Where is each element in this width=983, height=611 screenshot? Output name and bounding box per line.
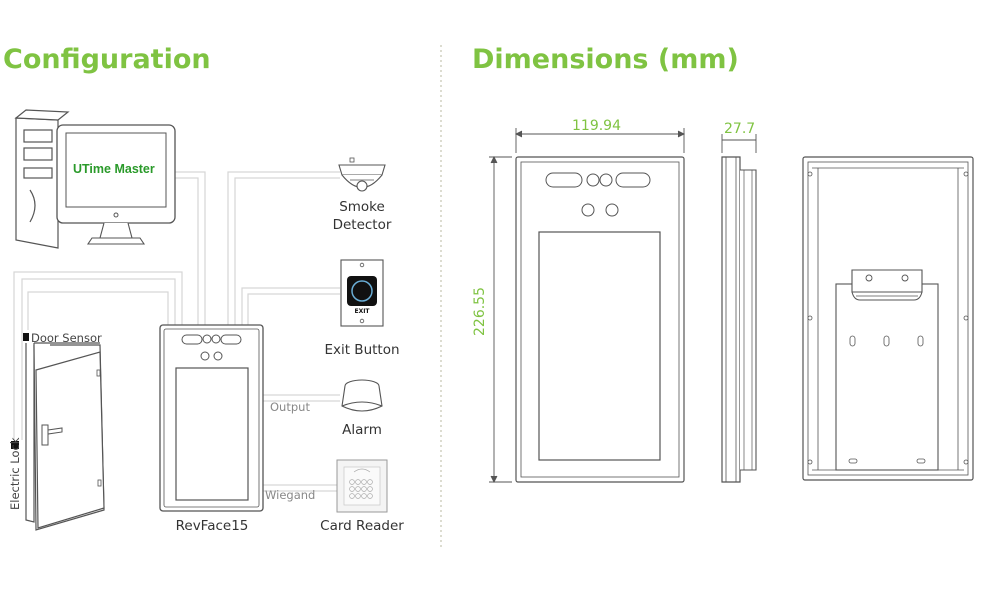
monitor (56, 124, 176, 245)
depth-dimension: 27.7 (724, 121, 756, 137)
wires (13, 171, 340, 492)
height-dimension-line (489, 155, 512, 484)
smoke-detector (338, 157, 386, 192)
electric-lock-label: Electric Lock (8, 437, 22, 511)
software-label: UTime Master (73, 162, 155, 176)
alarm-label: Alarm (342, 422, 382, 438)
revface-device (159, 324, 264, 512)
door (25, 342, 105, 531)
configuration-heading: Configuration (3, 44, 211, 75)
device-label: RevFace15 (175, 518, 249, 534)
pc-wire (170, 171, 206, 325)
width-dimension-line (514, 128, 686, 153)
door-sensor-label: Door Sensor (31, 331, 102, 345)
alarm (341, 379, 383, 412)
front-view (515, 156, 685, 483)
rear-view (802, 156, 974, 481)
smoke-detector-label: Smoke Detector (318, 198, 406, 234)
door-sensor-marker (23, 333, 29, 341)
exit-button (340, 259, 384, 327)
computer-tower (14, 109, 70, 249)
smoke-wire (227, 171, 340, 325)
smoke-detector-label-line1: Smoke (339, 199, 385, 215)
side-view (721, 156, 757, 483)
depth-dimension-line (721, 134, 757, 153)
wiegand-label: Wiegand (265, 488, 316, 502)
exit-wire (241, 287, 340, 325)
height-dimension: 226.55 (472, 287, 488, 336)
card-reader (336, 459, 388, 513)
card-reader-label: Card Reader (320, 518, 404, 534)
door-sensor-wire (27, 291, 169, 330)
output-label: Output (270, 400, 310, 414)
smoke-detector-label-line2: Detector (332, 217, 392, 233)
electric-lock-marker (11, 441, 19, 449)
lock-wire (13, 271, 183, 440)
exit-button-label: Exit Button (324, 342, 400, 358)
exit-text: EXIT (354, 308, 370, 315)
dimensions-heading: Dimensions (mm) (472, 44, 739, 75)
width-dimension: 119.94 (572, 118, 621, 134)
